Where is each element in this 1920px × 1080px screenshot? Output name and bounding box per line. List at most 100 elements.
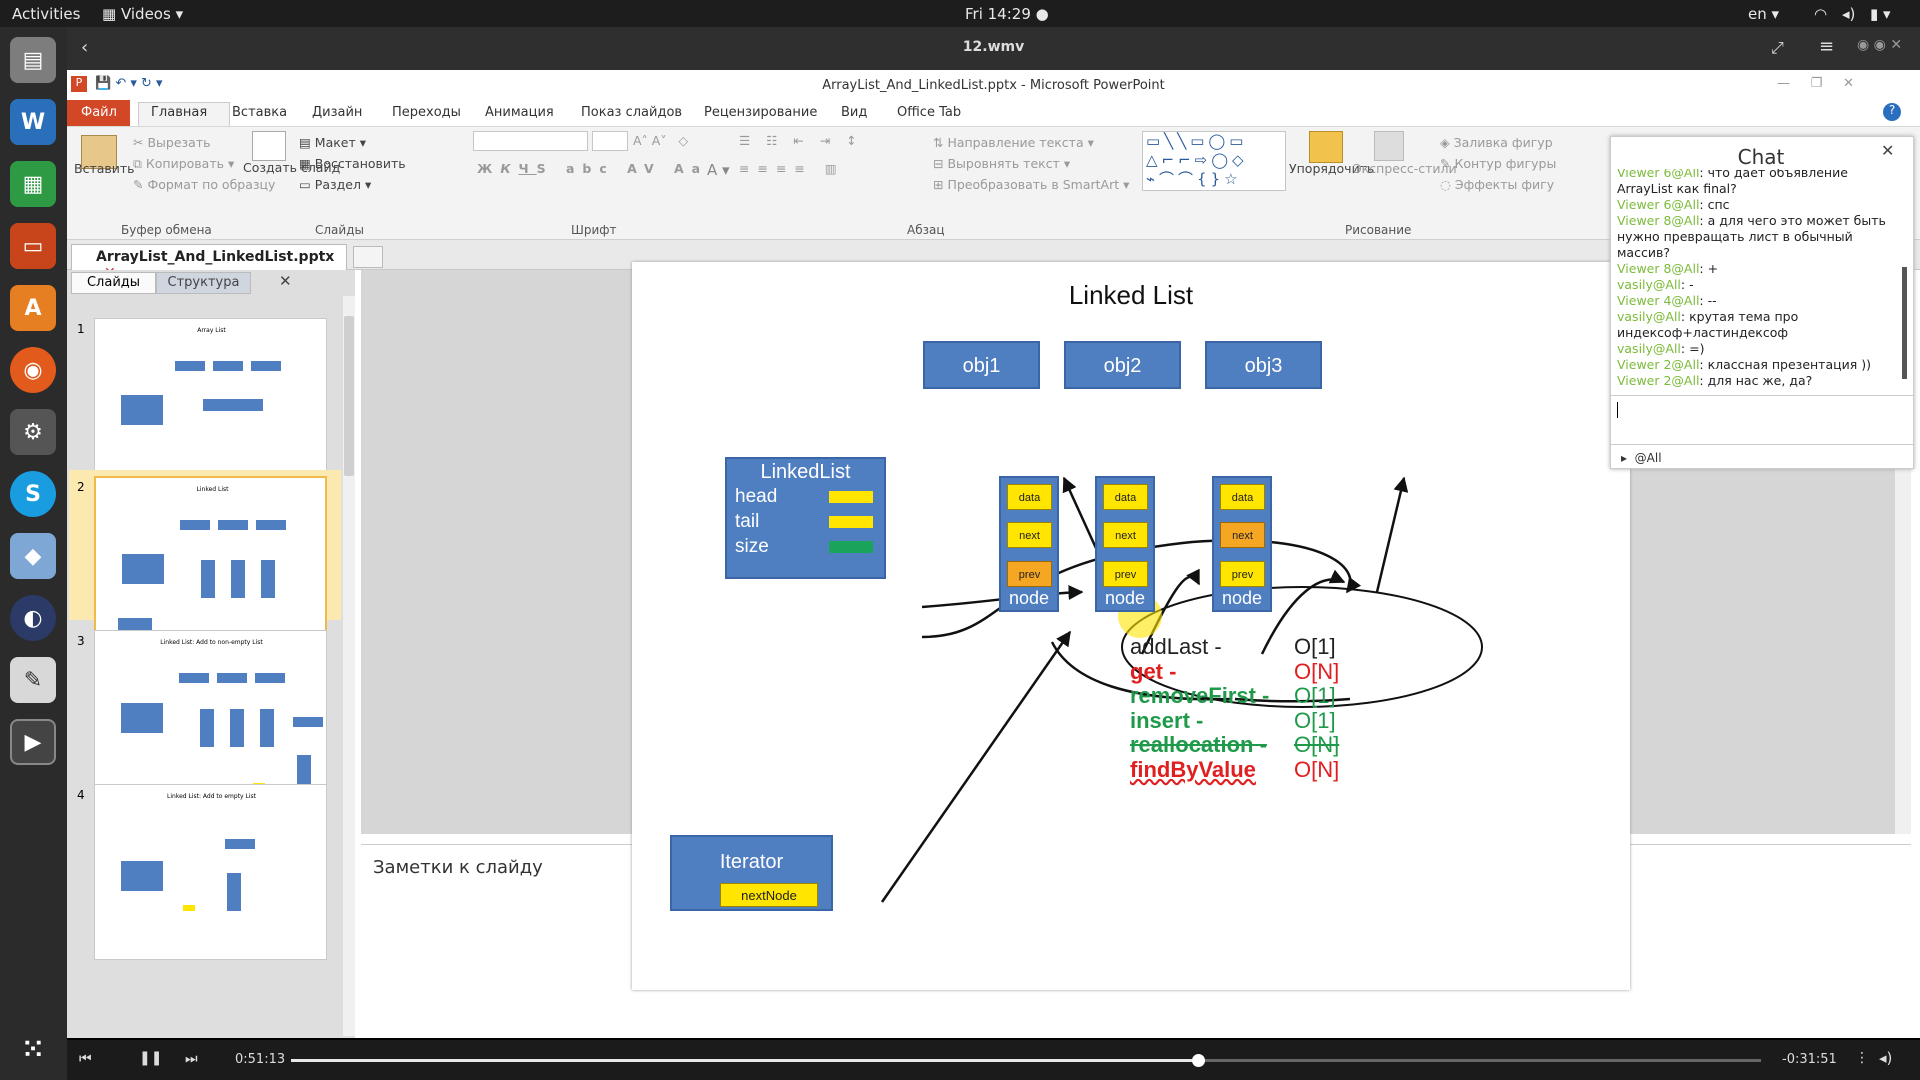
virtualbox-icon[interactable]: ◆	[10, 533, 56, 579]
eclipse-icon[interactable]: ◐	[10, 595, 56, 641]
shape-fill-button[interactable]: ◈ Заливка фигур	[1440, 135, 1553, 150]
menu-icon[interactable]: ≡	[1819, 36, 1835, 57]
text-direction-button[interactable]: ⇅ Направление текста ▾	[933, 135, 1094, 150]
quick-access-toolbar[interactable]: 💾 ↶ ▾ ↻ ▾	[95, 76, 163, 91]
wifi-icon[interactable]: ◠	[1814, 5, 1828, 23]
slide-thumbnail-4[interactable]: Linked List: Add to empty List	[94, 784, 327, 960]
list-buttons[interactable]: ☰ ☷ ⇤ ⇥ ↕	[739, 133, 863, 148]
chat-text: : --	[1699, 293, 1717, 308]
window-controls[interactable]: ◉ ◉ ✕	[1857, 37, 1903, 53]
group-slides: Слайды	[315, 223, 364, 237]
section-button[interactable]: ▭ Раздел ▾	[299, 177, 372, 192]
show-apps-icon[interactable]: ⁙	[22, 1035, 44, 1065]
prev-icon[interactable]: ⏮	[79, 1051, 92, 1067]
reset-button[interactable]: ▦ Восстановить	[299, 156, 406, 171]
seek-bar[interactable]	[291, 1054, 1761, 1067]
tab-home-bg	[138, 102, 230, 126]
tab-home[interactable]: Главная	[151, 105, 208, 120]
slide-thumbnail-1[interactable]: Array List	[94, 318, 327, 494]
calc-icon[interactable]: ▦	[10, 161, 56, 207]
clock[interactable]: Fri 14:29 ●	[965, 5, 1049, 23]
writer-icon[interactable]: W	[10, 99, 56, 145]
chat-message: ArrayList как final?	[1617, 181, 1899, 197]
chat-text: : спс	[1699, 197, 1730, 212]
font-style-buttons[interactable]: ЖКЧS abc AV Aa	[477, 161, 709, 176]
pause-icon[interactable]: ❚❚	[139, 1050, 163, 1066]
chat-sender: Viewer 2@All	[1617, 357, 1700, 372]
volume-icon[interactable]: ◂)	[1842, 5, 1856, 23]
volume-control-icon[interactable]: ◂)	[1879, 1049, 1893, 1067]
arrange-button[interactable]: Упорядочить	[1289, 161, 1375, 176]
tab-file[interactable]: Файл	[81, 105, 117, 120]
smartart-button[interactable]: ⊞ Преобразовать в SmartArt ▾	[933, 177, 1130, 192]
node-1: data next prev node	[999, 476, 1059, 612]
cut-button[interactable]: ✂ Вырезать	[133, 135, 211, 150]
battery-icon[interactable]: ▮ ▾	[1870, 5, 1891, 23]
text-editor-icon[interactable]: ✎	[10, 657, 56, 703]
paste-icon[interactable]	[81, 135, 117, 169]
tab-design[interactable]: Дизайн	[312, 105, 363, 120]
shapes-gallery[interactable]: ▭╲╲▭◯▭△⌐⌐⇨◯◇⌁⌒⌒{}☆	[1142, 131, 1286, 191]
activities-button[interactable]: Activities	[12, 5, 81, 23]
complexity-cost: O[N]	[1294, 658, 1340, 684]
language-indicator[interactable]: en ▾	[1748, 5, 1780, 23]
slide-thumbnail-3[interactable]: Linked List: Add to non-empty List	[94, 630, 327, 806]
shape-effects-button[interactable]: ◌ Эффекты фигу	[1440, 177, 1555, 192]
app-menu[interactable]: ▦ Videos ▾	[102, 5, 184, 23]
chat-input[interactable]	[1611, 395, 1913, 445]
tail-slot	[829, 516, 873, 528]
align-text-button[interactable]: ⊟ Выровнять текст ▾	[933, 156, 1071, 171]
next-icon[interactable]: ⏭	[185, 1051, 198, 1067]
chat-close-icon[interactable]: ✕	[1881, 141, 1895, 160]
tab-officetab[interactable]: Office Tab	[897, 105, 962, 120]
shape-outline-button[interactable]: ✎ Контур фигуры	[1440, 156, 1557, 171]
back-icon[interactable]: ‹	[81, 37, 89, 58]
font-size-select[interactable]	[592, 131, 628, 151]
new-slide-button[interactable]: Создать слайд	[243, 160, 341, 175]
pane-scroll-thumb[interactable]	[344, 316, 354, 476]
group-paragraph: Абзац	[907, 223, 945, 237]
paste-button[interactable]: Вставить	[74, 161, 135, 176]
tab-transitions[interactable]: Переходы	[392, 105, 461, 120]
align-buttons[interactable]: ≡≡≡≡ ▥	[739, 161, 845, 176]
tab-slides[interactable]: Слайды	[71, 272, 156, 294]
quick-styles-button[interactable]: Экспресс-стили	[1353, 161, 1457, 176]
settings-icon[interactable]: ⚙	[10, 409, 56, 455]
pane-close-icon[interactable]: ✕	[279, 272, 292, 290]
quick-styles-icon[interactable]	[1374, 131, 1404, 161]
new-slide-icon[interactable]	[252, 131, 286, 161]
new-tab-button[interactable]	[353, 246, 383, 268]
slide-thumbnail-2[interactable]: Linked List	[94, 476, 327, 652]
tab-view[interactable]: Вид	[841, 105, 868, 120]
help-icon[interactable]: ?	[1883, 103, 1901, 121]
ppt-window-controls[interactable]: — ❐ ✕	[1777, 76, 1854, 91]
tab-review[interactable]: Рецензирование	[704, 105, 818, 120]
font-color-button[interactable]: A ▾	[707, 161, 730, 179]
impress-icon[interactable]: ▭	[10, 223, 56, 269]
layout-button[interactable]: ▤ Макет ▾	[299, 135, 367, 150]
chat-text: : что дает объявление	[1699, 169, 1848, 180]
tab-animation[interactable]: Анимация	[485, 105, 554, 120]
font-grow-shrink[interactable]: A˄ A˅ ◇	[633, 133, 689, 148]
tab-outline[interactable]: Структура	[156, 272, 251, 294]
chat-recipient[interactable]: ▸ @All	[1621, 451, 1662, 465]
fullscreen-icon[interactable]: ⤢	[1771, 38, 1784, 57]
chat-sender: Viewer 6@All	[1617, 169, 1700, 180]
files-icon[interactable]: ▤	[10, 37, 56, 83]
tab-slideshow[interactable]: Показ слайдов	[581, 105, 683, 120]
doc-tab[interactable]: ArrayList_And_LinkedList.pptx ✕	[71, 244, 347, 281]
format-painter-button[interactable]: ✎ Формат по образцу	[133, 177, 276, 192]
more-icon[interactable]: ⋮	[1855, 1050, 1869, 1066]
copy-button[interactable]: ⧉ Копировать ▾	[133, 156, 235, 171]
software-center-icon[interactable]: A	[10, 285, 56, 331]
complexity-op: removeFirst -	[1130, 683, 1270, 708]
videos-icon[interactable]: ▶	[10, 719, 56, 765]
chat-scrollbar[interactable]	[1902, 267, 1907, 379]
firefox-icon[interactable]: ◉	[10, 347, 56, 393]
tab-insert[interactable]: Вставка	[232, 105, 288, 120]
arrange-icon[interactable]	[1309, 131, 1343, 163]
pane-scrollbar[interactable]	[343, 296, 355, 1036]
font-family-select[interactable]	[473, 131, 588, 151]
skype-icon[interactable]: S	[10, 471, 56, 517]
seek-knob[interactable]	[1191, 1054, 1205, 1067]
